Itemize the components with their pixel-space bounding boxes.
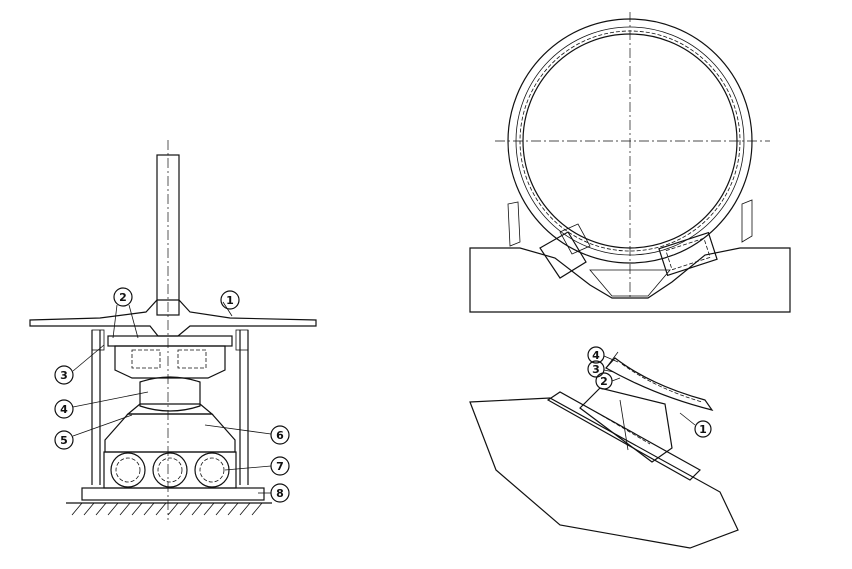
svg-text:5: 5 <box>60 434 68 447</box>
roller-2 <box>152 452 188 488</box>
lower-rocker-block <box>104 413 236 453</box>
roller-3 <box>194 452 230 488</box>
svg-text:1: 1 <box>699 423 707 436</box>
svg-text:3: 3 <box>592 363 600 376</box>
detail-callout-3: 3 <box>587 360 605 378</box>
svg-text:4: 4 <box>60 403 68 416</box>
ring-elevation <box>469 12 791 313</box>
roller-1 <box>110 452 146 488</box>
inclined-foundation <box>469 397 739 549</box>
svg-text:1: 1 <box>226 294 234 307</box>
callout-7: 7 <box>270 456 290 476</box>
left-saddle <box>539 223 591 279</box>
right-guide-block <box>235 329 249 351</box>
svg-text:7: 7 <box>276 460 284 473</box>
svg-text:4: 4 <box>592 349 600 362</box>
rocker-pin <box>139 376 201 412</box>
upper-bearing-plate <box>107 335 233 347</box>
callout-4: 4 <box>54 399 74 419</box>
base-plate <box>81 487 265 501</box>
svg-text:2: 2 <box>119 291 127 304</box>
svg-text:8: 8 <box>276 487 284 500</box>
callout-6: 6 <box>270 425 290 445</box>
ring-foundation <box>469 247 791 313</box>
inclined-bearing-block <box>579 387 673 463</box>
callout-3: 3 <box>54 365 74 385</box>
foundation-hatch <box>71 502 263 516</box>
detail-callout-2: 2 <box>595 372 613 390</box>
leader-lines <box>72 301 272 494</box>
callout-8: 8 <box>270 483 290 503</box>
ring-segment <box>605 357 714 411</box>
right-saddle <box>658 231 718 277</box>
inclined-base-plate <box>546 391 701 481</box>
callout-2: 2 <box>113 287 133 307</box>
svg-text:3: 3 <box>60 369 68 382</box>
detail-leader-lines <box>603 355 696 426</box>
roller-cage <box>103 451 237 489</box>
detail-callout-1: 1 <box>694 420 712 438</box>
svg-text:2: 2 <box>600 375 608 388</box>
svg-text:6: 6 <box>276 429 284 442</box>
callout-5: 5 <box>54 430 74 450</box>
top-rocker-block <box>114 345 226 379</box>
bearing-cross-section: 1 2 3 4 5 6 7 8 <box>29 140 317 520</box>
callout-1: 1 <box>220 290 240 310</box>
inclined-detail: 1 2 3 4 <box>469 346 739 549</box>
girder-flange <box>29 299 317 337</box>
detail-callout-4: 4 <box>587 346 605 364</box>
